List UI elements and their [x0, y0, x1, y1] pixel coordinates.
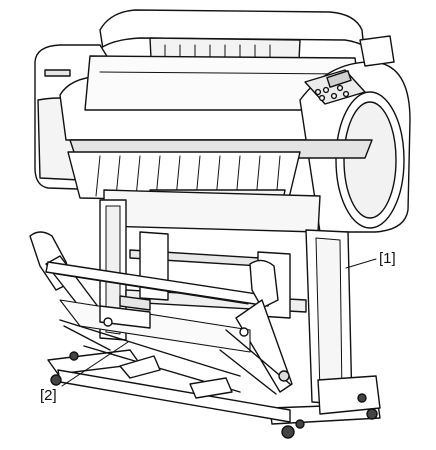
callout-label-2: [2] [40, 387, 57, 404]
callout-2-leader [61, 341, 129, 387]
output-basket [29, 231, 293, 399]
printer-unit [34, 9, 411, 233]
callout-label-1: [1] [379, 250, 396, 267]
callout-1-leader [345, 258, 377, 269]
